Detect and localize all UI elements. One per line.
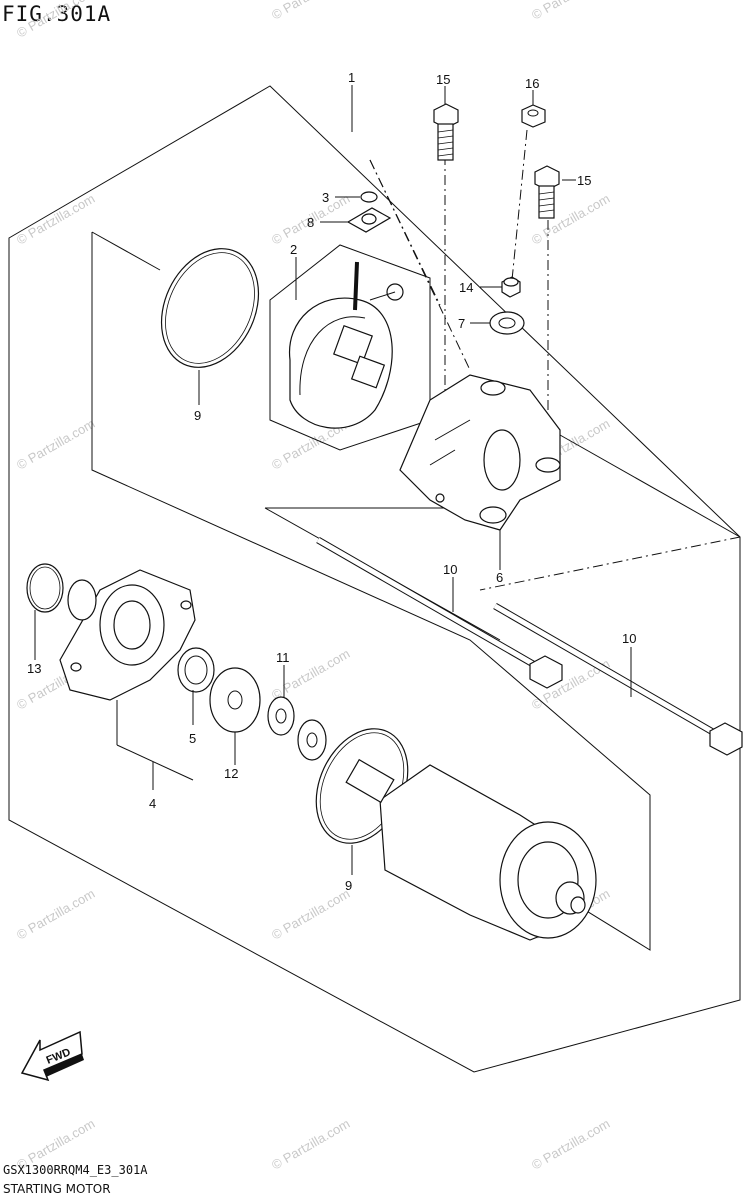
callout-15-upper: 15	[436, 72, 450, 87]
callout-14: 14	[459, 280, 473, 295]
callout-12: 12	[224, 766, 238, 781]
nut-16	[521, 104, 546, 128]
svg-text:© Partzilla.com: © Partzilla.com	[269, 0, 352, 23]
inner-frame	[91, 232, 651, 951]
washer-11b	[297, 719, 327, 761]
callout-15-right: 15	[577, 173, 591, 188]
through-bolt-lower	[493, 602, 743, 756]
callout-10-upper: 10	[443, 562, 457, 577]
callouts: 1 2 3 4 5 6 7 8 9 9 10 10 11 12 13 14 15…	[27, 70, 636, 893]
svg-text:© Partzilla.com: © Partzilla.com	[269, 1116, 352, 1173]
svg-text:© Partzilla.com: © Partzilla.com	[14, 191, 97, 248]
bolt-15-upper	[433, 103, 459, 161]
washer-12	[209, 667, 261, 733]
diagram-code: GSX1300RRQM4_E3_301A	[3, 1163, 148, 1177]
o-ring-upper	[160, 248, 260, 368]
o-ring-small	[360, 191, 378, 203]
terminal-cap	[346, 207, 392, 233]
callout-9-lower: 9	[345, 878, 352, 893]
oil-seal-5	[177, 647, 215, 693]
callout-8: 8	[307, 215, 314, 230]
bolt-15-right	[534, 165, 560, 219]
callout-4: 4	[149, 796, 156, 811]
nut-14	[501, 276, 521, 298]
assembly-dash-lines	[369, 129, 741, 591]
end-cover	[399, 374, 561, 531]
brush-holder	[288, 261, 404, 429]
o-ring-13	[26, 563, 64, 613]
diagram-caption: STARTING MOTOR	[3, 1182, 111, 1196]
svg-text:© Partzilla.com: © Partzilla.com	[14, 886, 97, 943]
callout-3: 3	[322, 190, 329, 205]
svg-text:© Partzilla.com: © Partzilla.com	[14, 416, 97, 473]
svg-text:© Partzilla.com: © Partzilla.com	[529, 1116, 612, 1173]
callout-13: 13	[27, 661, 41, 676]
callout-1: 1	[348, 70, 355, 85]
through-bolt-upper	[316, 536, 563, 689]
washer-11a	[267, 696, 295, 736]
frame-line	[91, 231, 161, 271]
callout-11: 11	[276, 650, 290, 665]
callout-2: 2	[290, 242, 297, 257]
svg-text:© Partzilla.com: © Partzilla.com	[269, 886, 352, 943]
frame-line	[559, 434, 741, 538]
fwd-arrow-icon: FWD	[20, 1030, 84, 1082]
svg-text:© Partzilla.com: © Partzilla.com	[529, 0, 612, 23]
figure-title: FIG.301A	[2, 2, 112, 26]
leader-lines	[34, 85, 632, 875]
front-housing	[59, 569, 196, 701]
svg-text:© Partzilla.com: © Partzilla.com	[14, 0, 97, 41]
callout-6: 6	[496, 570, 503, 585]
callout-9-upper: 9	[194, 408, 201, 423]
callout-10-lower: 10	[622, 631, 636, 646]
assembly-outline	[8, 85, 741, 1073]
washer-7	[489, 311, 525, 335]
callout-7: 7	[458, 316, 465, 331]
motor-yoke	[345, 758, 597, 941]
callout-16: 16	[525, 76, 539, 91]
callout-5: 5	[189, 731, 196, 746]
